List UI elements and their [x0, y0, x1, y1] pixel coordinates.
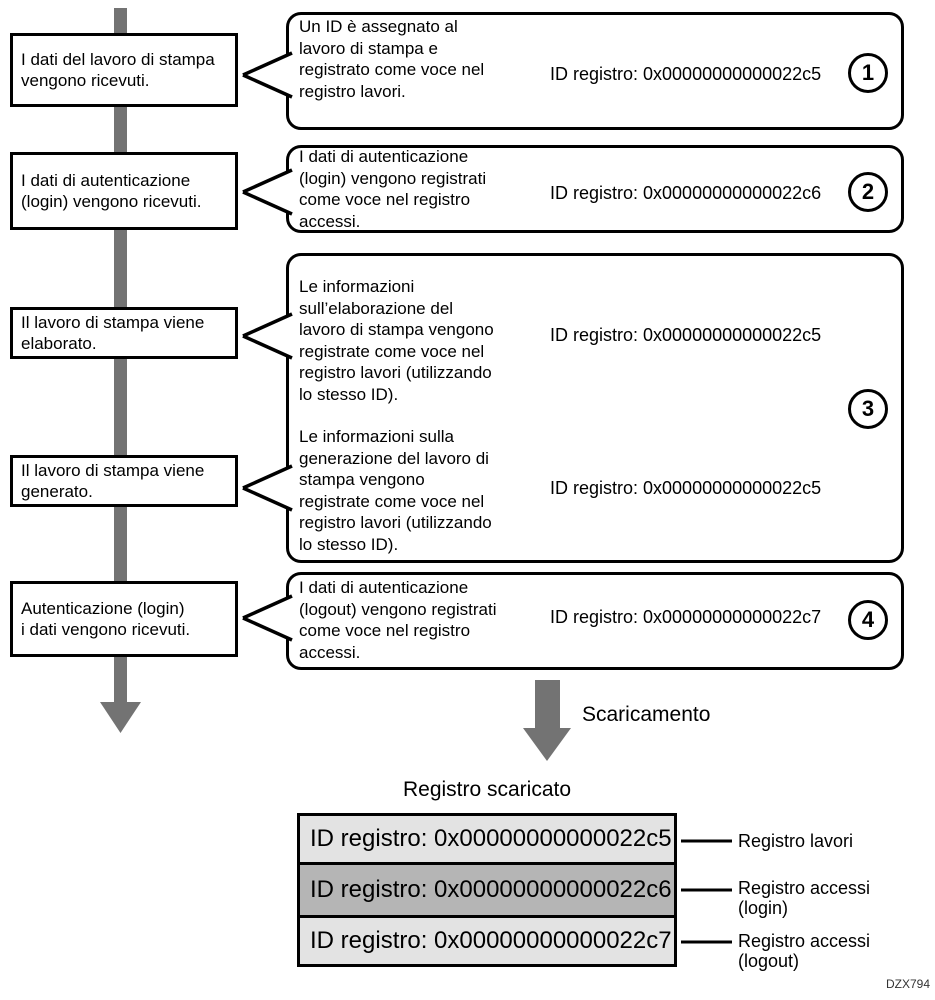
downloaded-log-title: Registro scaricato: [402, 778, 572, 801]
callout-box-2: [286, 145, 904, 233]
flow-step-box-logout-data-received: Autenticazione (login) i dati vengono ri…: [10, 581, 238, 657]
table-row-id: ID registro: 0x00000000000022c5: [310, 825, 672, 852]
callout-text-id-assigned: Un ID è assegnato al lavoro di stampa e …: [299, 17, 485, 101]
step-badge-2: 2: [848, 172, 888, 212]
step-badge-number: 3: [861, 396, 875, 421]
flow-step-box-job-processed: Il lavoro di stampa viene elaborato.: [10, 307, 238, 359]
log-id-4: ID registro: 0x00000000000022c7: [550, 607, 822, 627]
step-badge-number: 2: [861, 179, 875, 204]
table-row-id: ID registro: 0x00000000000022c7: [310, 927, 672, 954]
step-badge-number: 4: [861, 607, 875, 632]
downloaded-log-table: ID registro: 0x00000000000022c5 ID regis…: [297, 813, 677, 967]
callout-box-4: [286, 572, 904, 670]
callout-text-generation-registered: Le informazioni sulla generazione del la…: [299, 427, 492, 554]
table-row-id: ID registro: 0x00000000000022c6: [310, 876, 672, 903]
row-label-job-log: Registro lavori: [738, 831, 854, 851]
flow-step-label: Il lavoro di stampa viene elaborato.: [21, 312, 205, 354]
step-badge-1: 1: [848, 53, 888, 93]
step-badge-number: 1: [861, 60, 875, 85]
callout-text-logout-registered: I dati di autenticazione (logout) vengon…: [299, 578, 497, 662]
download-arrow-shaft: [535, 680, 560, 728]
flow-step-box-job-generated: Il lavoro di stampa viene generato.: [10, 455, 238, 507]
download-label: Scaricamento: [582, 703, 711, 726]
row-label-access-log-logout: Registro accessi (logout): [738, 931, 871, 971]
flow-step-box-login-data-received: I dati di autenticazione (login) vengono…: [10, 152, 238, 230]
table-row: ID registro: 0x00000000000022c5: [300, 816, 674, 865]
flow-step-label: Autenticazione (login) i dati vengono ri…: [21, 598, 191, 640]
table-row: ID registro: 0x00000000000022c7: [300, 918, 674, 964]
callout-pointer-icon: [242, 312, 293, 360]
flow-step-label: Il lavoro di stampa viene generato.: [21, 460, 205, 502]
flow-step-label: I dati del lavoro di stampa vengono rice…: [21, 49, 215, 91]
log-id-2: ID registro: 0x00000000000022c6: [550, 183, 822, 203]
callout-text-processing-registered: Le informazioni sull’elaborazione del la…: [299, 277, 494, 404]
timeline-arrow-head-icon: [100, 702, 141, 733]
callout-pointer-icon: [242, 51, 293, 99]
callout-pointer-icon: [242, 168, 293, 216]
download-arrow-head-icon: [523, 728, 571, 761]
callout-pointer-icon: [242, 594, 293, 642]
table-row: ID registro: 0x00000000000022c6: [300, 865, 674, 918]
step-badge-3: 3: [848, 389, 888, 429]
callout-text-login-registered: I dati di autenticazione (login) vengono…: [299, 147, 487, 231]
callout-box-3: [286, 253, 904, 563]
flow-step-label: I dati di autenticazione (login) vengono…: [21, 170, 202, 212]
log-id-1: ID registro: 0x00000000000022c5: [550, 64, 822, 84]
log-id-3a: ID registro: 0x00000000000022c5: [550, 325, 822, 345]
step-badge-4: 4: [848, 600, 888, 640]
flow-step-box-print-data-received: I dati del lavoro di stampa vengono rice…: [10, 33, 238, 107]
figure-code: DZX794: [885, 977, 930, 991]
callout-pointer-icon: [242, 464, 293, 512]
log-id-3b: ID registro: 0x00000000000022c5: [550, 478, 822, 498]
row-label-access-log-login: Registro accessi (login): [738, 878, 871, 918]
